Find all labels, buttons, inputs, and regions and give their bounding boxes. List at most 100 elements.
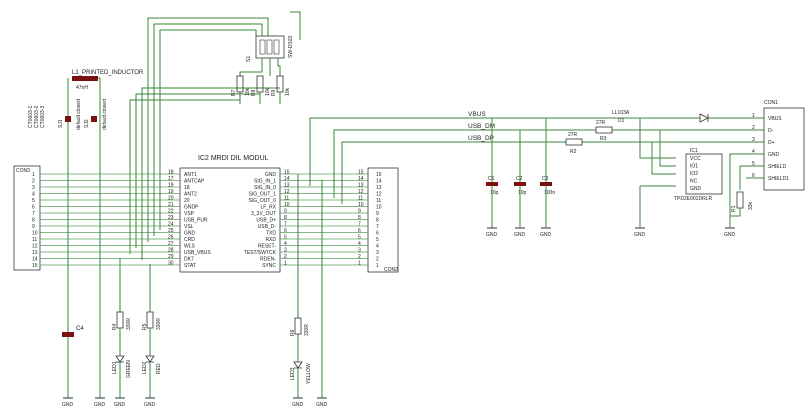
capacitor-value: 100n [544,190,555,196]
ic2-left-pin-number: 30 [168,261,174,267]
r1-name: R1 [731,205,737,212]
resistor-r3: 27R R3 [595,120,613,142]
sj1-name: SJ1 [58,119,64,128]
ic2-left-pin-number: 27 [168,241,174,247]
gnd-label: GND [292,402,304,408]
ic2-right-pin-name: RXD [265,237,276,243]
d1-part: LL103A [612,110,630,116]
ic2-right-pin-number: 3 [284,248,287,254]
gnd-label: GND [316,402,328,408]
con2-pin-number-right: 12 [376,192,382,198]
con2-pin-number-left: 1 [358,261,361,267]
r6-name: R6 [290,329,296,336]
con1-pin-name: D+ [768,140,775,146]
con1-pin-name: SHIELD [768,164,786,170]
con1-pin-name: VBUS [768,116,782,122]
led2-name: LED2 [142,361,148,374]
ic2-left-pin-name: CRD [184,237,195,243]
ic2-left-pin-name: USB_VBUS [184,250,211,256]
con2-pin-number-right: 10 [376,205,382,211]
usb-lines: VBUS USB_DM USB_DP [309,111,756,228]
con3-pin-number: 8 [32,218,35,224]
ic1-pin-name: IO2 [690,171,698,177]
pullup-name: R9 [271,89,277,96]
solder-jumper-sj1: SJ1 default closed [58,99,82,130]
led2-color: RED [156,363,162,374]
ic2-right-pin-number: 8 [284,215,287,221]
ic2-left-pin-name: STAT [184,263,196,269]
con2-pin-number-left: 2 [358,254,361,260]
con2-pin-number-right: 6 [376,231,379,237]
ic2-left-pin-name: 18 [184,185,190,191]
ic2-right-pin-name: LF_RX [260,205,276,211]
capacitor-body [514,182,526,186]
con2-pin-number-left: 5 [358,235,361,241]
pullup-value: 10k [285,87,291,96]
ic2-right-pin-number: 1 [284,261,287,267]
ic2-right-pin-number: 14 [284,176,290,182]
con3-pin-number: 11 [32,237,37,243]
con2-pin-number-left: 6 [358,228,361,234]
pullup-resistor-body [276,75,284,93]
con2-pin-number-left: 14 [358,176,364,182]
switch-name: S1 [246,56,252,62]
con3-pin-number: 6 [32,205,35,211]
ic2-left-pin-number: 19 [168,183,174,189]
con2-pin-number-left: 3 [358,248,361,254]
ic2-title: IC2 MRDI DIL MODUL [198,155,269,162]
con2-pin-number-left: 4 [358,241,361,247]
con2-pin-number-left: 7 [358,222,361,228]
ic2-right-pin-name: USB_D+ [256,218,276,224]
con1-pin-name: GND [768,152,780,158]
ic1-pin-name: NC [690,179,698,185]
resistor-r1: R1 33k [730,191,754,217]
con1-pin-name: D- [768,128,774,134]
ic2-right-pin-name: SIG_OUT_1 [248,192,276,198]
ic2-left-pin-number: 26 [168,235,174,241]
switch-s1: S1 SW-DS03 [239,35,294,76]
con2-pin-number-left: 12 [358,189,364,195]
inductor-l1: L1_PRINTED_INDUCTOR 47nH [67,70,144,398]
con2-pin-number-left: 13 [358,183,364,189]
ic2-right-pin-number: 6 [284,228,287,234]
ic2-right-pin-name: USB_D- [258,224,277,230]
ic2-left-pin-number: 17 [168,176,174,182]
capacitor-value: 10p [518,190,527,196]
r5-value: 330R [156,318,162,330]
solder-jumper-sj2: SJ2 default closed [84,99,108,130]
ic2-right-pin-name: SYNC [262,263,276,269]
gnd-label: GND [634,232,646,238]
capacitor-body [540,182,552,186]
led1-name: LED1 [112,361,118,374]
net-usb-dp: USB_DP [468,135,494,142]
con3-pin-number: 7 [32,211,35,217]
r4-value: 330R [126,318,132,330]
con2-pin-number-left: 9 [358,209,361,215]
net-vbus: VBUS [468,111,486,118]
ic1-pin-name: GND [690,186,702,192]
ic2-left-pin-number: 28 [168,248,174,254]
ic1-pin-name: VCC [690,156,701,162]
pullup-resistor-body [236,75,244,93]
con2-pin-number-left: 11 [358,196,363,202]
ic2-right-pin-number: 15 [284,170,290,176]
ic2-left-pin-name: WLS [184,244,196,250]
ic1-part: TPD2E001DRLR [674,196,712,202]
led-branch-3: R6 330R LED3 YELLOW [290,174,323,398]
con3-pin-number: 10 [32,231,38,237]
gnd-label: GND [114,402,126,408]
pullup-name: R8 [251,89,257,96]
ic2-left-pin-name: DK7 [184,257,194,263]
ic2-right-pin-name: GND [265,172,277,178]
ic2-right-pin-name: SIG_OUT_0 [248,198,276,204]
con2-pin-number-right: 11 [376,198,381,204]
ic2-right-pin-name: RDEN- [260,257,276,263]
capacitor-name: C3 [542,176,549,182]
con2-pin-number-right: 14 [376,179,382,185]
capacitor-value: 10p [490,190,499,196]
